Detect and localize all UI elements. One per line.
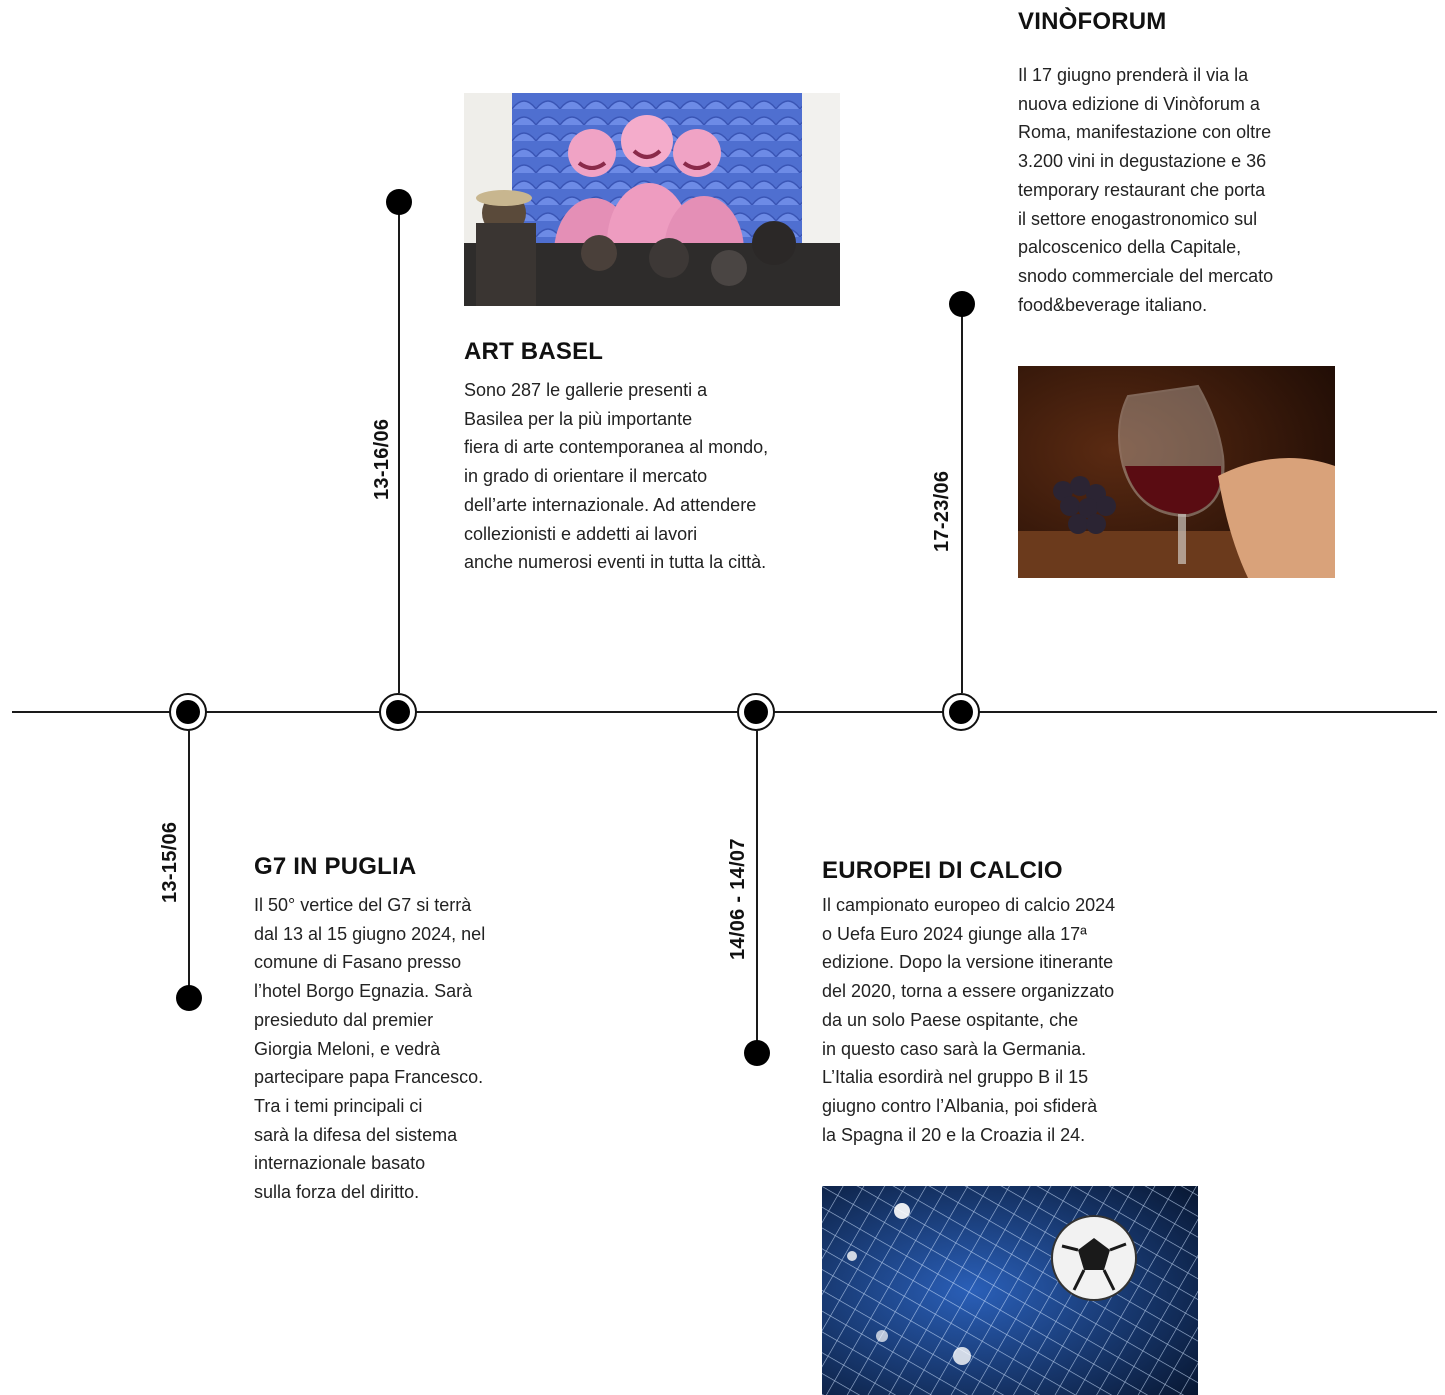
art-basel-connector (398, 213, 400, 693)
art-basel-line: fiera di arte contemporanea al mondo, (464, 437, 769, 458)
vinoforum-line: il settore enogastronomico sul (1018, 208, 1258, 229)
g7-line: dal 13 al 15 giugno 2024, nel (254, 923, 486, 944)
g7-line: sulla forza del diritto. (254, 1182, 420, 1203)
euro-line: in questo caso sarà la Germania. (822, 1038, 1087, 1059)
euro-image (822, 1186, 1198, 1395)
vinoforum-text: Il 17 giugno prenderà il via la nuova ed… (1018, 61, 1273, 319)
euro-date: 14/06 - 14/07 (727, 838, 749, 960)
art-basel-title: ART BASEL (464, 338, 604, 365)
vinoforum-connector (961, 316, 963, 693)
art-basel-line: Basilea per la più importante (464, 408, 693, 429)
euro-line: giugno contro l’Albania, poi sfiderà (822, 1095, 1098, 1116)
g7-end-dot (176, 985, 202, 1011)
vinoforum-line: palcoscenico della Capitale, (1018, 237, 1242, 258)
euro-line: Il campionato europeo di calcio 2024 (822, 895, 1116, 915)
art-basel-line: collezionisti e addetti ai lavori (464, 523, 698, 544)
euro-end-dot (744, 1040, 770, 1066)
euro-connector (756, 729, 758, 1041)
art-basel-text: Sono 287 le gallerie presenti a Basilea … (464, 376, 768, 577)
vinoforum-line: nuova edizione di Vinòforum a (1018, 93, 1260, 114)
g7-date: 13-15/06 (159, 821, 181, 903)
art-basel-end-dot (386, 189, 412, 215)
vinoforum-line: snodo commerciale del mercato (1018, 265, 1274, 286)
vinoforum-line: 3.200 vini in degustazione e 36 (1018, 151, 1267, 172)
g7-line: Il 50° vertice del G7 si terrà (254, 895, 472, 915)
vinoforum-date: 17-23/06 (931, 470, 953, 552)
g7-line: partecipare papa Francesco. (254, 1067, 484, 1088)
art-basel-line: anche numerosi eventi in tutta la città. (464, 552, 767, 573)
euro-line: da un solo Paese ospitante, che (822, 1009, 1079, 1030)
g7-line: presieduto dal premier (254, 1009, 434, 1030)
g7-line: sarà la difesa del sistema (254, 1124, 458, 1145)
vinoforum-line: Il 17 giugno prenderà il via la (1018, 65, 1249, 85)
g7-line: l’hotel Borgo Egnazia. Sarà (254, 981, 473, 1002)
g7-line: comune di Fasano presso (254, 952, 462, 973)
euro-title: EUROPEI DI CALCIO (822, 857, 1063, 884)
timeline-node-euro (737, 693, 775, 731)
euro-line: o Uefa Euro 2024 giunge alla 17ª (822, 923, 1087, 944)
euro-line: del 2020, torna a essere organizzato (822, 981, 1115, 1002)
timeline-node-vinoforum (942, 693, 980, 731)
art-basel-line: in grado di orientare il mercato (464, 466, 708, 487)
vinoforum-image (1018, 366, 1335, 578)
euro-line: L’Italia esordirà nel gruppo B il 15 (822, 1067, 1089, 1088)
vinoforum-line: food&beverage italiano. (1018, 294, 1208, 315)
euro-text: Il campionato europeo di calcio 2024 o U… (822, 891, 1115, 1149)
vinoforum-line: temporary restaurant che porta (1018, 179, 1266, 200)
g7-line: Giorgia Meloni, e vedrà (254, 1038, 441, 1059)
vinoforum-title: VINÒFORUM (1018, 8, 1167, 35)
g7-line: internazionale basato (254, 1153, 426, 1174)
g7-connector (188, 729, 190, 986)
art-basel-date: 13-16/06 (371, 418, 393, 500)
euro-line: la Spagna il 20 e la Croazia il 24. (822, 1124, 1086, 1145)
timeline-axis (12, 711, 1437, 713)
art-basel-image (464, 93, 840, 306)
art-basel-line: dell’arte internazionale. Ad attendere (464, 494, 757, 515)
g7-text: Il 50° vertice del G7 si terrà dal 13 al… (254, 891, 485, 1207)
art-basel-line: Sono 287 le gallerie presenti a (464, 380, 708, 400)
g7-title: G7 IN PUGLIA (254, 853, 417, 880)
euro-line: edizione. Dopo la versione itinerante (822, 952, 1114, 973)
vinoforum-line: Roma, manifestazione con oltre (1018, 122, 1272, 143)
vinoforum-end-dot (949, 291, 975, 317)
timeline-node-art-basel (379, 693, 417, 731)
timeline-node-g7 (169, 693, 207, 731)
g7-line: Tra i temi principali ci (254, 1095, 423, 1116)
